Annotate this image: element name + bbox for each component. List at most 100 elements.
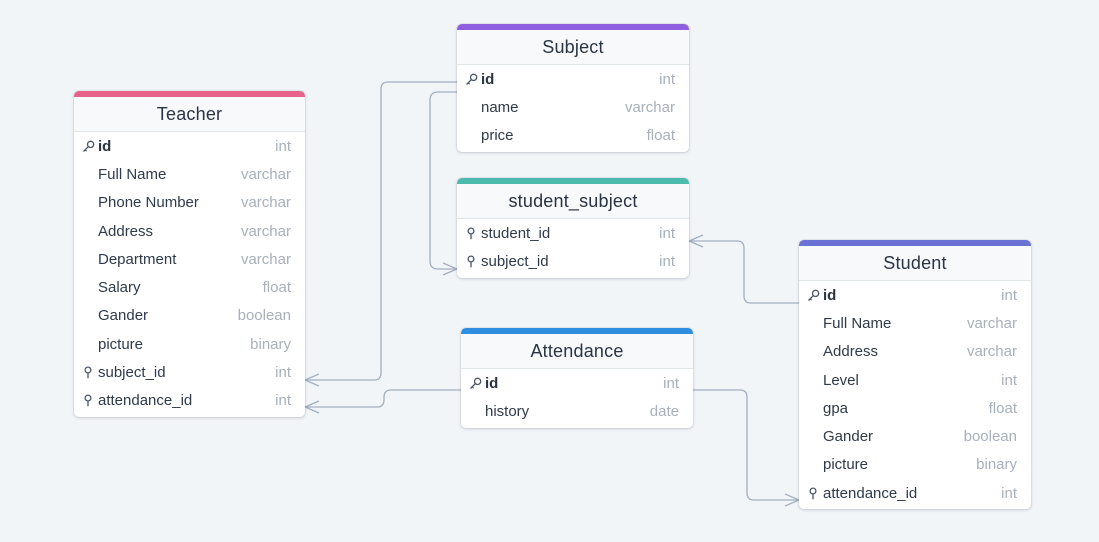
- column-name: id: [823, 286, 837, 304]
- table-header[interactable]: Attendance: [461, 328, 693, 369]
- table-header[interactable]: Teacher: [74, 91, 305, 132]
- column-name: Gander: [823, 428, 874, 446]
- column-type: varchar: [240, 222, 291, 240]
- column-name: Full Name: [98, 165, 167, 183]
- column-name: id: [481, 70, 495, 88]
- column-row[interactable]: picture binary: [799, 451, 1031, 479]
- column-type: int: [659, 70, 675, 88]
- column-type: int: [1001, 484, 1017, 502]
- column-row[interactable]: history date: [461, 397, 693, 425]
- column-name: picture: [823, 456, 869, 474]
- relationship-line: [693, 389, 799, 501]
- column-row[interactable]: picture binary: [74, 330, 305, 358]
- column-row[interactable]: attendance_id int: [799, 479, 1031, 507]
- foreign-key-icon: [464, 226, 478, 240]
- table-title: Attendance: [530, 340, 624, 361]
- column-row[interactable]: Full Name varchar: [74, 160, 305, 188]
- table-color-bar: [457, 24, 689, 30]
- column-row[interactable]: id int: [799, 281, 1031, 309]
- column-type: varchar: [624, 98, 675, 116]
- column-row[interactable]: Department varchar: [74, 245, 305, 273]
- column-name: Address: [98, 222, 154, 240]
- column-row[interactable]: Phone Number varchar: [74, 189, 305, 217]
- column-type: int: [659, 224, 675, 242]
- column-name: Department: [98, 250, 177, 268]
- table-header[interactable]: Student: [799, 240, 1031, 281]
- foreign-key-icon: [464, 254, 478, 268]
- column-type: int: [275, 364, 291, 382]
- column-name: Address: [823, 343, 879, 361]
- column-row[interactable]: subject_id int: [74, 358, 305, 386]
- table-title: Subject: [542, 36, 604, 57]
- column-row[interactable]: Gander boolean: [799, 422, 1031, 450]
- column-name: picture: [98, 335, 144, 353]
- relationship-line: [305, 389, 461, 408]
- column-type: varchar: [240, 194, 291, 212]
- column-type: int: [659, 252, 675, 270]
- column-type: varchar: [966, 343, 1017, 361]
- table-color-bar: [74, 91, 305, 97]
- column-name: gpa: [823, 399, 849, 417]
- relationship-line: [305, 81, 457, 381]
- column-type: int: [663, 374, 679, 392]
- column-type: int: [275, 392, 291, 410]
- column-row[interactable]: Address varchar: [74, 217, 305, 245]
- key-icon: [468, 376, 482, 390]
- key-icon: [464, 72, 478, 86]
- many-end-marker: [303, 373, 320, 387]
- column-row[interactable]: name varchar: [457, 93, 689, 121]
- key-icon: [806, 288, 820, 302]
- column-name: name: [481, 98, 519, 116]
- table-color-bar: [461, 328, 693, 334]
- column-name: history: [485, 402, 530, 420]
- table-header[interactable]: student_subject: [457, 178, 689, 219]
- column-type: date: [649, 402, 679, 420]
- column-row[interactable]: Address varchar: [799, 338, 1031, 366]
- column-name: subject_id: [98, 364, 166, 382]
- column-type: int: [1001, 286, 1017, 304]
- foreign-key-icon: [81, 394, 95, 408]
- column-type: float: [988, 399, 1017, 417]
- column-row[interactable]: id int: [457, 65, 689, 93]
- column-name: Phone Number: [98, 194, 199, 212]
- column-row[interactable]: student_id int: [457, 219, 689, 247]
- column-type: binary: [976, 456, 1017, 474]
- column-name: attendance_id: [823, 484, 918, 502]
- column-type: int: [275, 137, 291, 155]
- relationship-line: [429, 91, 457, 270]
- column-type: boolean: [963, 428, 1017, 446]
- foreign-key-icon: [81, 366, 95, 380]
- relationship-line: [689, 240, 799, 304]
- column-type: binary: [250, 335, 291, 353]
- many-end-marker: [303, 400, 320, 414]
- column-name: Full Name: [823, 314, 892, 332]
- column-type: int: [1001, 371, 1017, 389]
- column-row[interactable]: gpa float: [799, 394, 1031, 422]
- column-type: varchar: [240, 250, 291, 268]
- column-name: student_id: [481, 224, 551, 242]
- column-name: subject_id: [481, 252, 549, 270]
- table-header[interactable]: Subject: [457, 24, 689, 65]
- table-color-bar: [799, 240, 1031, 246]
- column-type: varchar: [240, 165, 291, 183]
- many-end-marker: [687, 234, 704, 248]
- table-title: Teacher: [156, 103, 223, 124]
- foreign-key-icon: [806, 486, 820, 500]
- column-row[interactable]: subject_id int: [457, 247, 689, 275]
- table-title: Student: [883, 252, 947, 273]
